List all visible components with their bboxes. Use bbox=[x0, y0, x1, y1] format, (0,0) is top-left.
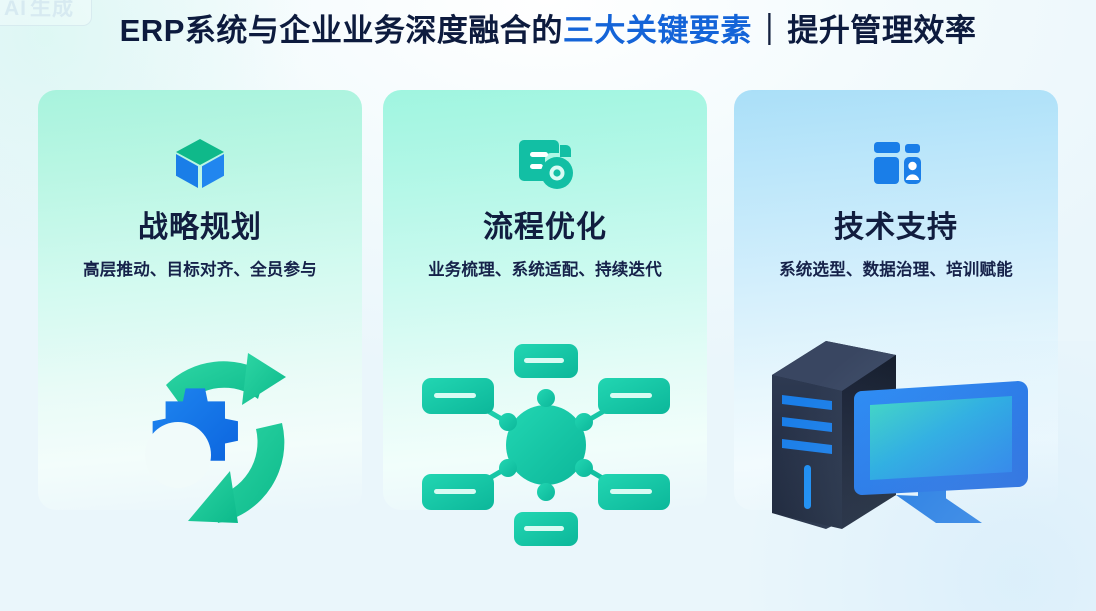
hub-boxes bbox=[421, 344, 670, 546]
title-text-suffix: 提升管理效率 bbox=[787, 13, 977, 48]
card-subtitle: 系统选型、数据治理、培训赋能 bbox=[779, 261, 1013, 279]
monitor-stand-base bbox=[896, 495, 982, 523]
ai-generated-watermark: AI 生成 bbox=[0, 0, 92, 26]
computer-monitor bbox=[854, 381, 1028, 523]
card-title: 流程优化 bbox=[483, 211, 607, 244]
title-text-highlight: 三大关键要素 bbox=[562, 13, 752, 48]
card-subtitle: 业务梳理、系统适配、持续迭代 bbox=[428, 261, 662, 279]
card-title: 战略规划 bbox=[138, 211, 262, 244]
watermark-label-ai: AI bbox=[4, 0, 27, 20]
watermark-label-generated: 生成 bbox=[30, 0, 74, 20]
arrow-bottom bbox=[188, 423, 285, 523]
card-subtitle: 高层推动、目标对齐、全员参与 bbox=[83, 261, 317, 279]
title-text-prefix: ERP系统与企业业务深度融合的 bbox=[119, 13, 563, 48]
cube-icon bbox=[38, 132, 362, 194]
gear-hole bbox=[145, 422, 211, 488]
desktop-computer-illustration bbox=[748, 322, 1048, 560]
card-title: 技术支持 bbox=[834, 211, 958, 244]
gear-refresh-illustration bbox=[60, 332, 340, 562]
hub-link-dots bbox=[498, 389, 593, 501]
hub-center-node bbox=[505, 405, 586, 485]
dashboard-user-icon bbox=[734, 132, 1058, 194]
tower-power-light bbox=[804, 465, 811, 509]
monitor-screen bbox=[870, 396, 1012, 480]
network-hub-illustration bbox=[408, 330, 683, 560]
document-search-icon bbox=[383, 132, 707, 194]
page-title: ERP系统与企业业务深度融合的三大关键要素｜提升管理效率 bbox=[0, 8, 1096, 54]
title-separator: ｜ bbox=[753, 13, 786, 48]
tower-slots bbox=[782, 395, 832, 454]
